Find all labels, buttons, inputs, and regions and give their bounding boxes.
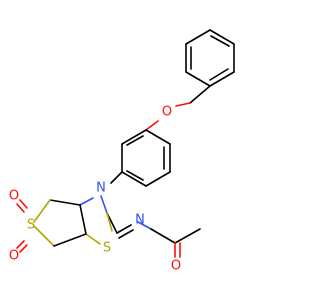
sulfone-sulfur-label: S — [27, 218, 35, 233]
molecule-drawing: O N S O O S N O — [9, 29, 235, 274]
thiazole-sulfur-label: S — [103, 241, 111, 256]
sulfolane-ring — [16, 199, 87, 253]
ring-nitrogen-label: N — [96, 181, 106, 196]
carbonyl-oxygen-label: O — [171, 259, 181, 274]
sulfone-oxygen-bottom-label: O — [9, 249, 19, 264]
imine-nitrogen-label: N — [135, 213, 145, 228]
structure-canvas: O N S O O S N O — [8, 29, 235, 274]
sulfone-oxygen-top-label: O — [9, 189, 19, 204]
atom-labels: O N S O O S N O — [9, 105, 181, 274]
phenoxy-ring — [121, 129, 171, 187]
benzyl-ring — [185, 29, 235, 87]
thiazolidine-ring — [79, 195, 118, 245]
n-aryl-bond — [110, 171, 123, 184]
ether-oxygen-label: O — [162, 105, 172, 120]
benzyloxy-linker — [145, 85, 211, 131]
acetylimino-group — [116, 221, 201, 258]
